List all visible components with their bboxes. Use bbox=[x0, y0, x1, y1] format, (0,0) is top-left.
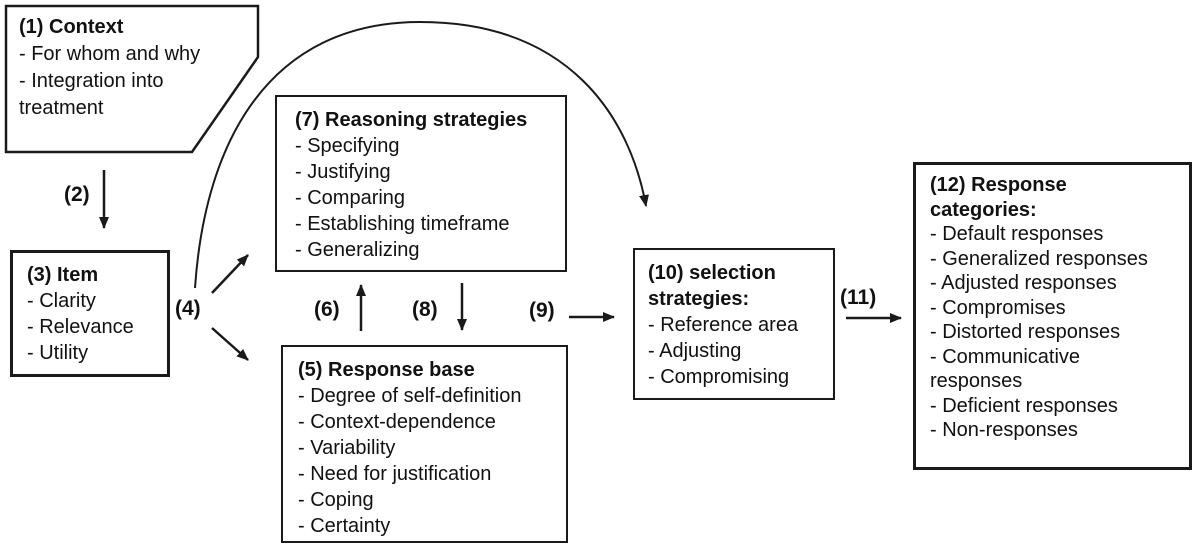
arc-context-to-selection-arrow bbox=[194, 20, 649, 289]
item-box-item: - Utility bbox=[27, 342, 89, 364]
context-box-item: - For whom and why bbox=[19, 43, 201, 65]
selection-box-item: - Compromising bbox=[648, 366, 790, 388]
reasoning-box-item: - Generalizing bbox=[295, 239, 420, 261]
reasoning-box-item: - Establishing timeframe bbox=[295, 213, 510, 235]
response-base-box-item: - Degree of self-definition bbox=[298, 385, 522, 407]
categories-box-title: (12) Response categories: bbox=[930, 174, 1067, 221]
selection-strategies-box: (10) selection strategies: - Reference a… bbox=[633, 248, 835, 400]
reasoning-box-item: - Specifying bbox=[295, 135, 400, 157]
categories-box-item: - Communicative responses bbox=[930, 345, 1081, 393]
response-base-box-item: - Coping bbox=[298, 489, 374, 511]
context-box-title: (1) Context bbox=[19, 16, 124, 38]
categories-box-item: - Generalized responses bbox=[930, 247, 1148, 270]
reasoning-box-title: (7) Reasoning strategies bbox=[295, 109, 528, 131]
context-box-outline bbox=[4, 4, 260, 154]
reasoning-box-item: - Justifying bbox=[295, 161, 391, 183]
response-base-box-title: (5) Response base bbox=[298, 359, 475, 381]
response-categories-box: (12) Response categories: - Default resp… bbox=[913, 162, 1192, 470]
categories-box-item: - Compromises bbox=[930, 296, 1066, 319]
context-box-item: - Integration into treatment bbox=[19, 70, 164, 119]
categories-box-item: - Distorted responses bbox=[930, 321, 1121, 343]
selection-box-item: - Adjusting bbox=[648, 340, 742, 362]
categories-box-item: - Deficient responses bbox=[930, 394, 1118, 417]
response-base-box-item: - Variability bbox=[298, 437, 396, 459]
item-box-title: (3) Item bbox=[27, 264, 99, 286]
reasoning-strategies-box: (7) Reasoning strategies - Specifying - … bbox=[275, 95, 567, 272]
arrow-label-4: (4) bbox=[175, 297, 201, 320]
response-base-box-item: - Context-dependence bbox=[298, 411, 496, 433]
item-box-item: - Relevance bbox=[27, 316, 134, 338]
arrow-label-2: (2) bbox=[64, 183, 90, 206]
item-box: (3) Item - Clarity - Relevance - Utility bbox=[10, 250, 170, 377]
selection-box-title: (10) selection strategies: bbox=[648, 262, 776, 310]
response-base-box-item: - Need for justification bbox=[298, 463, 492, 485]
arrow-label-11: (11) bbox=[840, 286, 877, 309]
response-base-box: (5) Response base - Degree of self-defin… bbox=[281, 345, 568, 543]
categories-box-item: - Adjusted responses bbox=[930, 272, 1117, 294]
context-box: (1) Context - For whom and why - Integra… bbox=[6, 6, 258, 152]
arrow-label-6: (6) bbox=[314, 298, 340, 321]
item-box-item: - Clarity bbox=[27, 290, 96, 312]
categories-box-item: - Default responses bbox=[930, 223, 1104, 245]
arrow-item-to-response-base bbox=[211, 327, 249, 361]
arrow-item-to-reasoning bbox=[211, 254, 249, 294]
categories-box-item: - Non-responses bbox=[930, 419, 1078, 441]
selection-box-item: - Reference area bbox=[648, 314, 799, 336]
response-base-box-item: - Certainty bbox=[298, 515, 391, 537]
arrow-label-8: (8) bbox=[412, 298, 438, 321]
reasoning-box-item: - Comparing bbox=[295, 187, 406, 209]
arrow-label-9: (9) bbox=[529, 299, 555, 322]
